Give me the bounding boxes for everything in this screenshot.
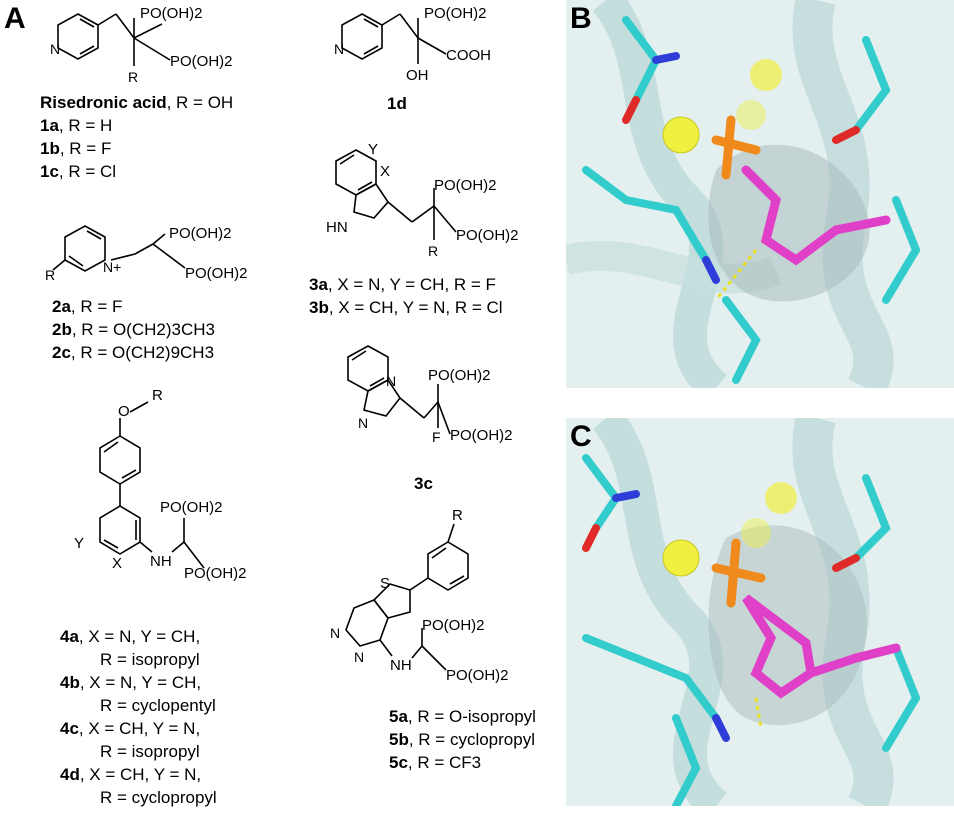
3-po3-label-2: PO(OH)2 [456, 227, 519, 244]
caption-2a: 2a, R = F [52, 297, 123, 316]
caption-5a: 5a, R = O-isopropyl [389, 707, 536, 726]
risedronic-suffix: , R = OH [166, 93, 234, 112]
panel-label-a: A [4, 2, 26, 35]
caption-2b: 2b, R = O(CH2)3CH3 [52, 320, 215, 339]
3c-po3-label-2: PO(OH)2 [450, 427, 513, 444]
2-po3-label-2: PO(OH)2 [185, 265, 248, 282]
caption-4b: 4b, X = N, Y = CH, [60, 673, 202, 692]
5-po3-label-1: PO(OH)2 [422, 617, 485, 634]
3-po3-label-1: PO(OH)2 [434, 177, 497, 194]
structure-4: O R Y X NH PO(OH)2 PO(OH)2 [74, 387, 247, 582]
risedronic-n-label: N [50, 41, 60, 57]
caption-2c: 2c, R = O(CH2)9CH3 [52, 343, 215, 362]
label-3c: 3c [414, 474, 433, 493]
label-1d: 1d [387, 94, 407, 113]
panel-c-scene [566, 418, 954, 806]
4-o-label: O [118, 403, 130, 420]
panel-b-scene [566, 0, 954, 388]
structure-5: R S N N NH PO(OH)2 PO(OH)2 [330, 507, 509, 684]
3-x-label: X [380, 163, 390, 180]
4-x-label: X [112, 555, 122, 572]
3-hn-label: HN [326, 219, 348, 236]
5-po3-label-2: PO(OH)2 [446, 667, 509, 684]
5-r-label: R [452, 507, 463, 524]
structure-3c: N N PO(OH)2 PO(OH)2 F [347, 345, 513, 445]
5-n-label-1: N [330, 625, 340, 641]
2-po3-label-1: PO(OH)2 [169, 225, 232, 242]
structure-1d: PO(OH)2 COOH OH N [334, 5, 491, 84]
caption-4c: 4c, X = CH, Y = N, [60, 719, 201, 738]
caption-1c: 1c, R = Cl [40, 162, 117, 181]
risedronic-po3-label-1: PO(OH)2 [140, 5, 203, 22]
1d-po3-label: PO(OH)2 [424, 5, 487, 22]
structure-risedronic-acid: PO(OH)2 PO(OH)2 R N [50, 5, 233, 85]
risedronic-r-label: R [128, 69, 138, 85]
3c-f-label: F [432, 429, 441, 445]
3c-po3-label-1: PO(OH)2 [428, 367, 491, 384]
caption-5c: 5c, R = CF3 [389, 753, 482, 772]
3-y-label: Y [368, 141, 378, 158]
2-n-label: N+ [103, 259, 121, 275]
caption-risedronic: Risedronic acid, R = OH [40, 92, 233, 114]
panel-label-c: C [570, 420, 592, 453]
2-r-label: R [45, 267, 55, 283]
caption-4d: 4d, X = CH, Y = N, [60, 765, 202, 784]
3-r-label: R [428, 243, 438, 259]
panel-c-render: C [566, 418, 954, 806]
4-r-label: R [152, 387, 163, 404]
caption-1a: 1a, R = H [40, 116, 113, 135]
5-s-label: S [380, 575, 390, 592]
5-n-label-2: N [354, 649, 364, 665]
4-po3-label-2: PO(OH)2 [184, 565, 247, 582]
4-y-label: Y [74, 535, 84, 552]
caption-3a: 3a, X = N, Y = CH, R = F [309, 275, 496, 294]
caption-4d-line2: R = cyclopropyl [100, 788, 217, 807]
1d-oh-label: OH [406, 67, 429, 84]
1d-n-label: N [334, 41, 344, 57]
3c-n-label-2: N [358, 415, 368, 431]
structure-2: PO(OH)2 PO(OH)2 R N+ [45, 225, 248, 283]
caption-4a: 4a, X = N, Y = CH, [60, 627, 201, 646]
structure-3: Y X HN PO(OH)2 PO(OH)2 R [326, 141, 519, 259]
panel-b-render: B [566, 0, 954, 388]
caption-4b-line2: R = cyclopentyl [100, 696, 216, 715]
panel-label-b: B [570, 2, 592, 35]
4-nh-label: NH [150, 553, 172, 570]
caption-5b: 5b, R = cyclopropyl [389, 730, 535, 749]
caption-3b: 3b, X = CH, Y = N, R = Cl [309, 298, 503, 317]
1d-cooh-label: COOH [446, 47, 491, 64]
4-po3-label-1: PO(OH)2 [160, 499, 223, 516]
caption-4c-line2: R = isopropyl [100, 742, 200, 761]
caption-4a-line2: R = isopropyl [100, 650, 200, 669]
5-nh-label: NH [390, 657, 412, 674]
risedronic-po3-label-2: PO(OH)2 [170, 53, 233, 70]
caption-1b: 1b, R = F [40, 139, 112, 158]
risedronic-name: Risedronic acid [40, 93, 167, 112]
3c-n-label-1: N [386, 373, 396, 389]
